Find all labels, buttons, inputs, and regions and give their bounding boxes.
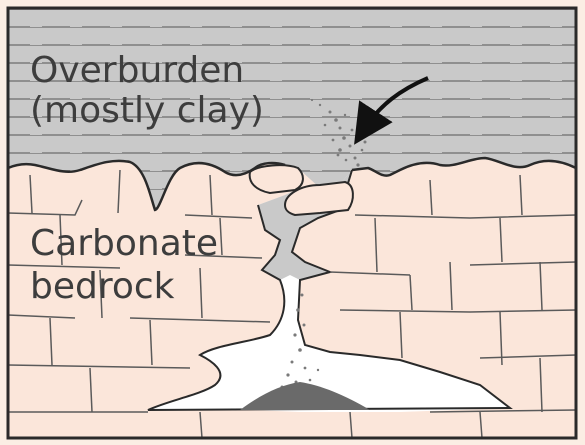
bedrock-label-line1: Carbonate bbox=[30, 223, 218, 264]
overburden-label-line2: (mostly clay) bbox=[30, 90, 264, 131]
bedrock-label-line2: bedrock bbox=[30, 266, 175, 307]
overburden-label-line1: Overburden bbox=[30, 50, 244, 91]
